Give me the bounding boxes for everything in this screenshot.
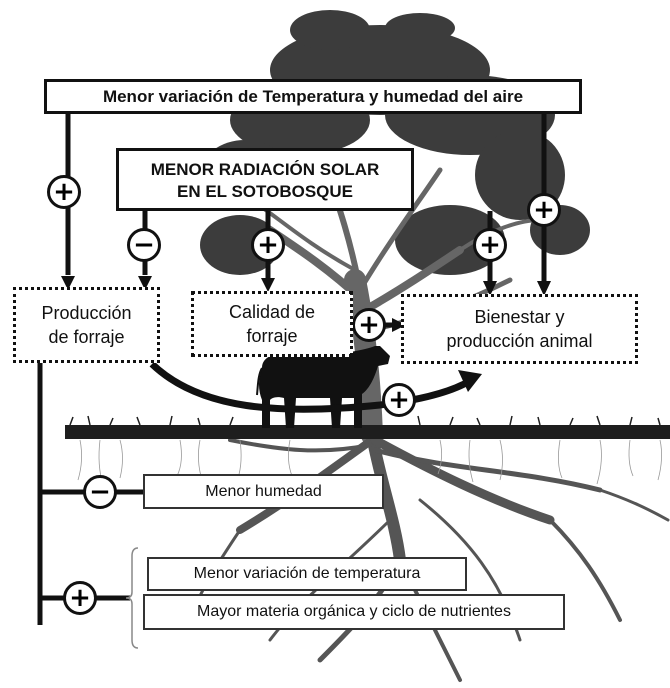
plus-sign-icon: + (63, 581, 97, 615)
minus-sign-icon: − (127, 228, 161, 262)
organic-matter-box: Mayor materia orgánica y ciclo de nutrie… (143, 594, 565, 630)
forage-quality-line1: Calidad de (229, 300, 315, 324)
animal-welfare-box: Bienestar y producción animal (401, 294, 638, 364)
bracket (126, 548, 138, 648)
solar-radiation-line1: MENOR RADIACIÓN SOLAR (151, 159, 380, 181)
solar-radiation-line2: EN EL SOTOBOSQUE (151, 181, 380, 203)
animal-welfare-line1: Bienestar y (446, 305, 592, 329)
solar-radiation-box: MENOR RADIACIÓN SOLAR EN EL SOTOBOSQUE (116, 148, 414, 211)
forage-quality-box: Calidad de forraje (191, 291, 353, 357)
forage-quality-line2: forraje (229, 324, 315, 348)
plus-sign-icon: + (382, 383, 416, 417)
air-temperature-humidity-box: Menor variación de Temperatura y humedad… (44, 79, 582, 114)
plus-sign-icon: + (527, 193, 561, 227)
organic-matter-label: Mayor materia orgánica y ciclo de nutrie… (197, 603, 511, 621)
forage-production-line1: Producción (41, 301, 131, 325)
plus-sign-icon: + (47, 175, 81, 209)
air-temperature-humidity-label: Menor variación de Temperatura y humedad… (103, 87, 523, 107)
minus-sign-icon: − (83, 475, 117, 509)
soil-humidity-box: Menor humedad (143, 474, 384, 509)
plus-sign-icon: + (352, 308, 386, 342)
ground-line (65, 425, 670, 439)
animal-welfare-line2: producción animal (446, 329, 592, 353)
soil-temperature-box: Menor variación de temperatura (147, 557, 467, 591)
soil-temperature-label: Menor variación de temperatura (194, 565, 421, 583)
forage-production-box: Producción de forraje (13, 287, 160, 363)
plus-sign-icon: + (251, 228, 285, 262)
forage-production-line2: de forraje (41, 325, 131, 349)
plus-sign-icon: + (473, 228, 507, 262)
soil-humidity-label: Menor humedad (205, 483, 322, 501)
